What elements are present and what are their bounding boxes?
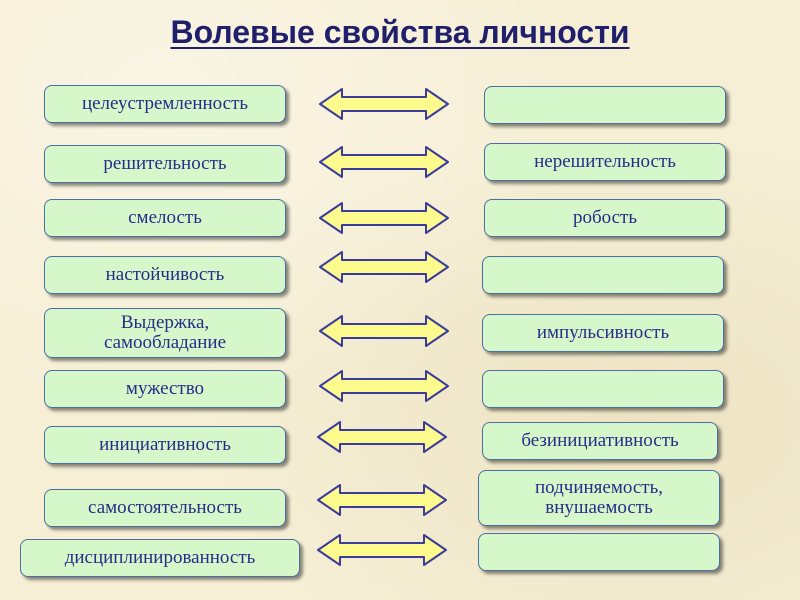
- left-trait-box: смелость: [44, 199, 286, 237]
- right-trait-box: [478, 533, 720, 571]
- double-headed-arrow-icon: [317, 483, 447, 517]
- left-trait-box: самостоятельность: [44, 489, 286, 527]
- right-trait-box: робость: [484, 199, 726, 237]
- left-trait-box: инициативность: [44, 426, 286, 464]
- right-trait-box: [484, 86, 726, 124]
- double-headed-arrow-icon: [319, 250, 449, 284]
- double-headed-arrow-icon: [317, 420, 447, 454]
- left-trait-box: настойчивость: [44, 256, 286, 294]
- left-trait-box: целеустремленность: [44, 85, 286, 123]
- left-trait-box: мужество: [44, 370, 286, 408]
- right-trait-box: [482, 370, 724, 408]
- double-headed-arrow-icon: [319, 314, 449, 348]
- right-trait-box: [482, 256, 724, 294]
- left-trait-box: Выдержка, самообладание: [44, 308, 286, 358]
- double-headed-arrow-icon: [319, 145, 449, 179]
- right-trait-box: безинициативность: [482, 422, 718, 460]
- double-headed-arrow-icon: [319, 369, 449, 403]
- double-headed-arrow-icon: [319, 87, 449, 121]
- right-trait-box: импульсивность: [482, 314, 724, 352]
- page-title: Волевые свойства личности: [170, 14, 630, 50]
- right-trait-box: подчиняемость, внушаемость: [478, 470, 720, 526]
- left-trait-box: решительность: [44, 145, 286, 183]
- right-trait-box: нерешительность: [484, 143, 726, 181]
- left-trait-box: дисциплинированность: [20, 539, 300, 577]
- double-headed-arrow-icon: [317, 533, 447, 567]
- double-headed-arrow-icon: [319, 201, 449, 235]
